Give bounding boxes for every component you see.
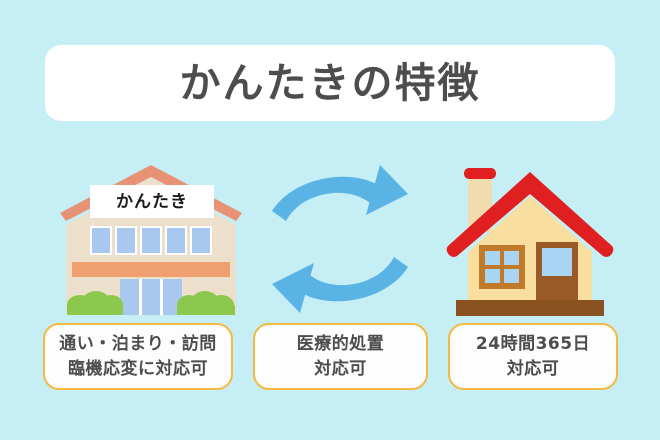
facility-window bbox=[190, 226, 212, 255]
facility-roof-icon bbox=[60, 165, 242, 221]
home-base bbox=[456, 300, 604, 316]
home-window-mullion bbox=[479, 265, 525, 269]
facility-sign-label: かんたき bbox=[116, 191, 188, 212]
facility-door-mullion bbox=[139, 279, 142, 315]
badge-medical-care: 医療的処置 対応可 bbox=[253, 323, 428, 390]
badge-flexible-service: 通い・泊まり・訪問 臨機応変に対応可 bbox=[43, 323, 233, 390]
badge-line-1: 24時間365日 bbox=[475, 333, 591, 354]
facility-window bbox=[115, 226, 137, 255]
badge-line-1: 医療的処置 bbox=[296, 333, 385, 354]
facility-window bbox=[140, 226, 162, 255]
facility-window bbox=[90, 226, 112, 255]
arrow-left-icon bbox=[272, 257, 408, 313]
badge-line-2: 対応可 bbox=[506, 358, 560, 379]
facility-building-illustration: かんたき bbox=[58, 163, 244, 315]
facility-entrance-doors bbox=[120, 279, 182, 315]
facility-window bbox=[165, 226, 187, 255]
arrow-right-icon bbox=[272, 165, 408, 221]
badge-line-2: 臨機応変に対応可 bbox=[68, 358, 208, 379]
badge-line-2: 対応可 bbox=[314, 358, 367, 379]
facility-bush-left-icon bbox=[67, 291, 123, 315]
home-door-glass bbox=[542, 248, 572, 276]
exchange-arrows-illustration bbox=[266, 163, 414, 315]
home-illustration bbox=[440, 160, 620, 318]
home-roof-icon bbox=[446, 172, 614, 257]
facility-door-mullion bbox=[160, 279, 163, 315]
badge-line-1: 通い・泊まり・訪問 bbox=[59, 333, 217, 354]
home-chimney-cap-icon bbox=[464, 168, 496, 179]
facility-awning-band bbox=[72, 262, 230, 277]
title-card: かんたきの特徴 bbox=[45, 45, 615, 121]
badge-24h-365d: 24時間365日 対応可 bbox=[448, 323, 618, 390]
facility-bush-right-icon bbox=[177, 291, 235, 315]
facility-sign-banner bbox=[90, 185, 214, 218]
page-title: かんたきの特徴 bbox=[179, 58, 481, 107]
